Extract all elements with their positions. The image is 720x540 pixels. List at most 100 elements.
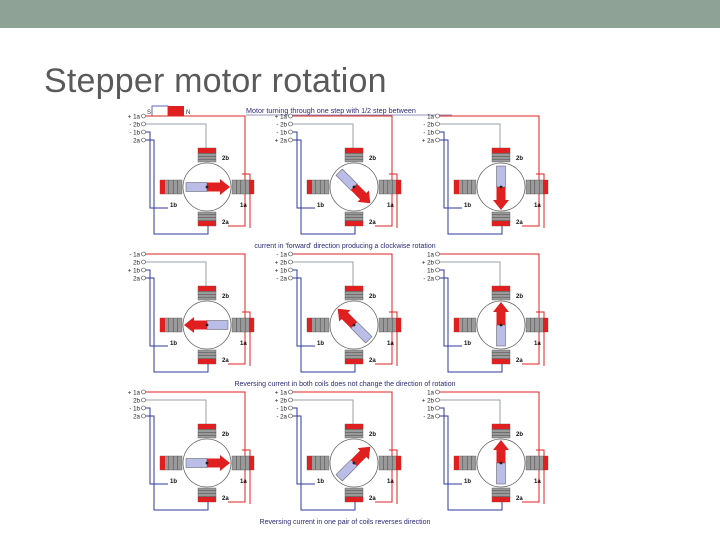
panel-6-label-bottom: 2a [516,358,523,364]
panel-6-wire-2b [440,261,501,290]
panel-4-terminal [141,267,146,273]
panel-2-terminal-label: + 2a [275,137,288,144]
panel-7-rotor-north [207,458,221,468]
panel-4-wire-return [242,311,251,366]
panel-7-wire-return [242,449,251,504]
panel-2-pole-top [345,148,363,153]
panel-8-pole-bottom [345,497,363,502]
panel-6-pole-top [492,286,510,291]
panel-2-pole-bottom [345,221,363,226]
panel-9-wire-2b [440,399,501,428]
panel-9-pole-right [543,456,548,470]
panel-8-terminal [288,405,293,411]
panel-1-terminal-label: - 1b [129,129,140,136]
panel-7-pole-left [160,456,165,470]
panel-1-terminal-label: - 2b [129,121,140,128]
panel-1-wire-2b [146,123,207,152]
panel-1-terminal [141,113,146,119]
diagram-header: Motor turning through one step with 1/2 … [246,106,416,115]
panel-1-label-top: 2b [222,156,229,162]
panel-5-wire-return [389,311,398,366]
panel-5-rotor [337,308,373,344]
panel-3-wire-2a [440,139,503,235]
panel-1-wire-2a [146,139,209,235]
panel-3-rotor-north [496,187,506,201]
panel-8-wire-1a [293,391,393,503]
panel-1-label-right: 1a [240,203,247,209]
panel-1-pole-top [198,148,216,153]
panel-5-label-top: 2b [369,294,376,300]
panel-3-pole-top [492,148,510,153]
panel-5-pole-right [396,318,401,332]
panel-9-rotor [493,440,509,485]
panel-6-wire-1a [440,253,540,365]
panel-7-terminal-label: 2b [133,397,140,404]
panel-2-pole-right [396,180,401,194]
panel-3-label-right: 1a [534,203,541,209]
panel-5-label-bottom: 2a [369,358,376,364]
panel-9-wire-2a [440,415,503,511]
panel-8-label-left: 1b [317,479,324,485]
panel-7-rotor [185,455,230,471]
panel-1-terminal-label: + 1a [128,113,141,120]
panel-6-pole-left [454,318,459,332]
panel-5-label-left: 1b [317,341,324,347]
panel-5-wire-2a [293,277,356,373]
panel-3-terminal-label: 1a [427,113,434,120]
panel-9-rotor-arrow [493,440,509,450]
panel-5-wire-1a [293,253,393,365]
panel-7-wire-2b [146,399,207,428]
panel-1-pole-right [249,180,254,194]
panel-2-label-top: 2b [369,156,376,162]
panel-2-rotor-arrow [357,190,371,204]
panel-1-wire-1b [146,131,168,209]
panel-7-terminal [141,397,146,403]
panel-6-terminal-label: 1b [427,267,434,274]
panel-8-pole-top [345,424,363,429]
panel-7-wire-1a [146,391,246,503]
panel-9-wire-1b [440,407,462,485]
panel-4-terminal-label: - 1a [129,251,140,258]
panel-6-label-top: 2b [516,294,523,300]
panel-9-terminal-label: 1a [427,389,434,396]
panel-1-terminal [141,121,146,127]
panel-5-rotor-axle [352,323,356,327]
panel-6-rotor-axle [499,323,503,327]
panel-3-terminal-label: - 2b [423,121,434,128]
panel-5-pole-left [307,318,312,332]
panel-9-label-top: 2b [516,432,523,438]
panel-3-terminal [435,137,440,143]
panel-2-label-right: 1a [387,203,394,209]
panel-1-label-bottom: 2a [222,220,229,226]
panel-5-terminal-label: + 1b [275,267,288,274]
panel-4-rotor-arrow [184,317,194,333]
panel-2-wire-1b [293,131,315,209]
panel-7-wire-2a [146,415,209,511]
panel-9-terminal [435,413,440,419]
panel-7-terminal-label: - 1b [129,405,140,412]
panel-1-rotor [185,179,230,195]
panel-8-terminal-label: + 1a [275,389,288,396]
panel-9-wire-return [536,449,545,504]
panel-8-pole-right [396,456,401,470]
panel-1-label-left: 1b [170,203,177,209]
panel-9-pole-left [454,456,459,470]
panel-4-rotor-axle [205,323,209,327]
panel-6-terminal [435,275,440,281]
panel-3-rotor-south [496,165,506,188]
panel-6-rotor-arrow [493,302,509,312]
caption-row-3: Reversing current in one pair of coils r… [260,519,431,526]
panel-2-label-left: 1b [317,203,324,209]
panel-1-rotor-north [207,182,221,192]
panel-4-terminal-label: 2a [133,275,140,282]
panel-8-label-right: 1a [387,479,394,485]
panel-8-wire-2a [293,415,356,511]
panel-4-pole-bottom [198,359,216,364]
